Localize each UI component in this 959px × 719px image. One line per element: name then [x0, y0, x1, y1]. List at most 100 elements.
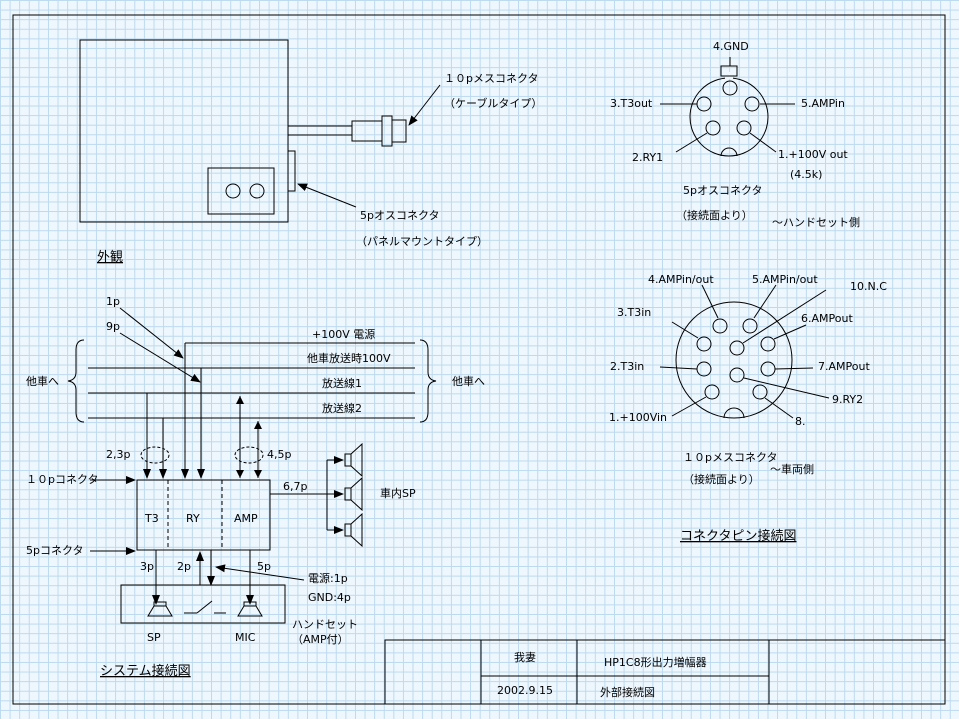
leader-10p-1	[671, 396, 707, 417]
label-5p-type: （パネルマウントタイプ）	[356, 235, 488, 248]
label-5p-connector: 5pオスコネクタ	[360, 209, 440, 222]
label-bus-line2: 放送線2	[322, 401, 362, 415]
pin-10p-5	[742, 318, 758, 334]
pin-10p-1	[704, 384, 720, 400]
label-gnd-4p: GND:4p	[308, 591, 351, 604]
label-pin-ry1: 2.RY1	[632, 151, 663, 164]
block-ry: RY	[186, 512, 200, 525]
label-1p: 1p	[106, 295, 120, 308]
leader-10p-7	[774, 367, 814, 370]
speaker-icon	[344, 512, 363, 548]
title-exterior: 外観	[97, 250, 123, 265]
block-amp: AMP	[234, 512, 258, 525]
label-pin-gnd: 4.GND	[713, 40, 749, 53]
pointer-9p	[119, 332, 201, 383]
title-block-frame	[384, 639, 946, 705]
pin-5p-3	[696, 96, 712, 112]
pin-10p-6	[760, 336, 776, 352]
label-handset: ハンドセット	[292, 618, 358, 631]
label-sp: SP	[147, 631, 161, 644]
key-bottom	[720, 147, 738, 157]
pin-5p-1	[736, 120, 752, 136]
leader-10p-3	[671, 321, 699, 339]
title-drawing-name: 外部接続図	[600, 685, 655, 699]
pin-diagram-10p: 4.AMPin/out 5.AMPin/out 10.N.C 3.T3in 6.…	[609, 273, 887, 544]
label-other-left: 他車へ	[26, 374, 59, 388]
title-date: 2002.9.15	[497, 684, 553, 697]
handset-box	[120, 584, 286, 624]
title-author: 我妻	[514, 651, 536, 664]
panel-jack-2	[249, 183, 265, 199]
pin-10p-9	[729, 367, 745, 383]
label-pin-ampin: 5.AMPin	[801, 97, 845, 110]
title-system-diagram: システム接続図	[100, 663, 191, 679]
label-10p-conn: １０pコネクタ	[26, 473, 99, 486]
title-block: 我妻 HP1C8形出力増幅器 2002.9.15 外部接続図	[384, 639, 946, 705]
label-2p: 2p	[177, 560, 191, 573]
leader-10p-10	[742, 289, 827, 344]
label-3p: 3p	[140, 560, 154, 573]
pin-10p-3	[696, 336, 712, 352]
pin-10p-2	[696, 361, 712, 377]
speaker-icon	[344, 476, 363, 512]
callout-power-gnd	[215, 564, 305, 581]
label-pin10-3: 3.T3in	[617, 306, 651, 319]
leader-10p-2	[659, 366, 698, 370]
callout-5p	[297, 183, 357, 208]
label-pin10-5: 5.AMPin/out	[752, 273, 818, 286]
label-5p-side: ～ハンドセット側	[772, 216, 860, 229]
connector-5p-outline	[689, 77, 769, 157]
amplifier-block	[136, 479, 271, 551]
panel-connector-5p	[287, 150, 296, 192]
leader-10p-4	[701, 284, 719, 319]
pin-10p-8	[752, 384, 768, 400]
label-bus-line1: 放送線1	[322, 376, 362, 390]
label-pin-100vout-note: (4.5k)	[790, 168, 822, 181]
panel-plate	[207, 167, 275, 215]
pointer-1p	[119, 307, 184, 359]
pair-marker-23	[140, 446, 170, 464]
label-pin10-9: 9.RY2	[832, 393, 863, 406]
callout-10p	[408, 84, 441, 126]
label-10p-name: １０pメスコネクタ	[683, 451, 778, 464]
key-10p	[723, 407, 745, 419]
panel-jack-1	[225, 183, 241, 199]
brace-left	[67, 339, 85, 423]
switch-blade	[196, 600, 213, 614]
plug-tip	[391, 119, 407, 143]
pin-10p-7	[760, 361, 776, 377]
label-mic: MIC	[235, 631, 256, 644]
pin-5p-4	[722, 80, 738, 96]
label-bus-power: +100V 電源	[312, 327, 375, 341]
label-23p: 2,3p	[106, 448, 130, 461]
label-pin-t3out: 3.T3out	[610, 97, 653, 110]
label-10p-connector: １０pメスコネクタ	[444, 72, 539, 85]
pin-5p-5	[744, 96, 760, 112]
plug-body	[351, 120, 383, 142]
label-67p: 6,7p	[283, 480, 307, 493]
leader-10p-9	[743, 377, 830, 399]
label-pin-100vout: 1.+100V out	[778, 148, 848, 161]
microphone-icon	[237, 601, 263, 617]
label-5p-conn: 5pコネクタ	[26, 544, 84, 557]
leader-10p-8	[764, 397, 794, 419]
label-10p-face: （接続面より）	[683, 472, 760, 486]
label-pin10-2: 2.T3in	[610, 360, 644, 373]
brace-right	[419, 339, 437, 423]
title-product: HP1C8形出力増幅器	[604, 655, 707, 669]
label-handset-amp: （AMP付）	[292, 633, 349, 646]
unit-body	[79, 39, 289, 223]
label-bus-other: 他車放送時100V	[307, 351, 391, 365]
key-top	[720, 65, 738, 77]
system-diagram: +100V 電源 他車放送時100V 放送線1 放送線2 他車へ 他車へ 1p …	[26, 295, 485, 679]
label-5p-face: （接続面より）	[676, 208, 753, 222]
label-other-right: 他車へ	[452, 374, 485, 388]
title-pin-diagram: コネクタピン接続図	[680, 528, 796, 544]
leader-10p-6	[773, 324, 807, 340]
plug-flange	[381, 115, 393, 147]
pin-10p-10	[729, 340, 745, 356]
label-5p: 5p	[257, 560, 271, 573]
connector-10p-outline	[675, 301, 793, 419]
